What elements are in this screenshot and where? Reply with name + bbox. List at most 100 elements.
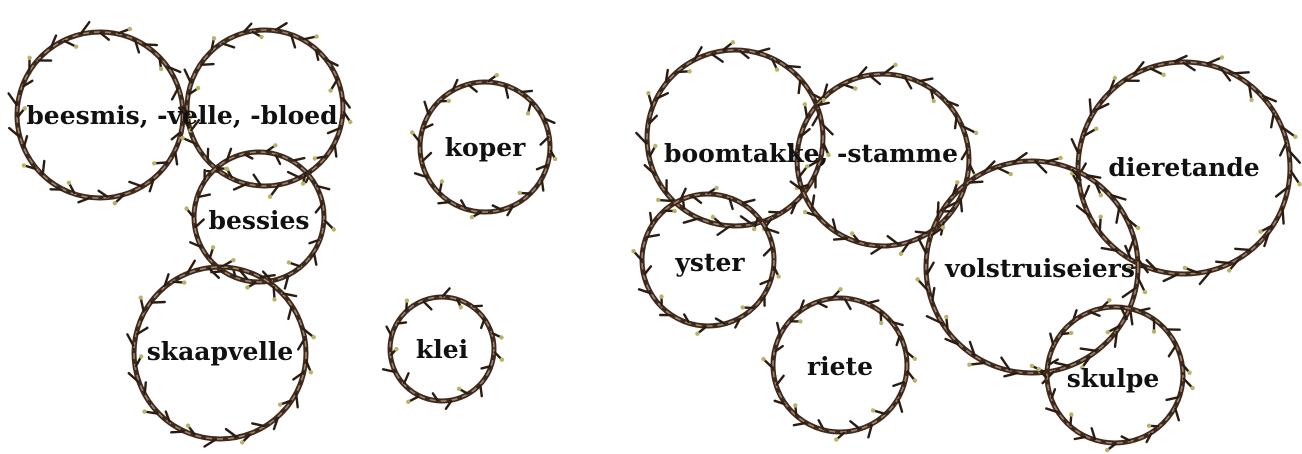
thorn bbox=[1072, 309, 1078, 322]
thorn bbox=[520, 89, 534, 94]
thorn bbox=[1120, 435, 1131, 442]
thorn bbox=[226, 147, 233, 161]
thorn bbox=[1138, 307, 1151, 312]
bud bbox=[182, 280, 187, 285]
thorn bbox=[849, 420, 861, 430]
thorn bbox=[734, 317, 741, 329]
bud bbox=[931, 98, 936, 104]
thorn bbox=[126, 333, 135, 347]
thorn bbox=[1263, 232, 1270, 248]
bud bbox=[152, 161, 157, 166]
bud bbox=[1036, 367, 1042, 372]
label-skulpe: skulpe bbox=[1067, 364, 1159, 393]
bud bbox=[793, 403, 798, 408]
bud bbox=[1094, 126, 1099, 131]
thorn bbox=[1071, 168, 1082, 182]
thorn bbox=[1137, 258, 1149, 274]
thorn bbox=[479, 384, 483, 398]
thorn bbox=[203, 438, 217, 448]
bud bbox=[802, 102, 807, 107]
thorn bbox=[1198, 270, 1212, 286]
bud bbox=[139, 354, 144, 359]
wreath-skulpe: skulpe bbox=[1036, 298, 1195, 453]
bud bbox=[940, 225, 946, 230]
thorn bbox=[50, 34, 58, 48]
thorn bbox=[1120, 307, 1128, 321]
wreath-klei: klei bbox=[381, 287, 505, 410]
thorn bbox=[421, 151, 433, 163]
thorn bbox=[816, 301, 828, 309]
thorn bbox=[272, 416, 279, 431]
thorn bbox=[643, 265, 653, 276]
thorn bbox=[97, 189, 109, 198]
thorn bbox=[539, 135, 550, 146]
thorn bbox=[714, 317, 725, 325]
thorn bbox=[786, 64, 801, 69]
bud bbox=[659, 294, 664, 299]
bud bbox=[752, 226, 757, 232]
thorn bbox=[437, 200, 450, 205]
branch-texture bbox=[186, 29, 344, 187]
branch-texture bbox=[772, 297, 908, 433]
thorn bbox=[1261, 94, 1278, 103]
bud bbox=[224, 166, 229, 171]
bud bbox=[180, 135, 185, 141]
thorn bbox=[342, 97, 351, 109]
thorn bbox=[164, 410, 171, 423]
thorn bbox=[694, 46, 703, 60]
thorn bbox=[648, 114, 658, 125]
thorn bbox=[224, 427, 238, 438]
thorn bbox=[931, 286, 936, 302]
bud bbox=[776, 274, 781, 279]
bud bbox=[73, 44, 79, 49]
bud bbox=[211, 36, 217, 41]
thorn bbox=[268, 184, 280, 198]
bud bbox=[267, 194, 273, 199]
bud bbox=[158, 66, 164, 72]
thorn bbox=[1082, 184, 1091, 200]
bud bbox=[195, 85, 201, 91]
wreath-volstruiseiers: volstruiseiers bbox=[915, 151, 1149, 385]
thorn bbox=[968, 361, 986, 366]
bud bbox=[973, 130, 979, 136]
thorn bbox=[776, 321, 781, 335]
bud bbox=[1105, 447, 1110, 453]
thorn bbox=[1232, 71, 1250, 75]
thorn bbox=[177, 106, 188, 118]
thorn bbox=[1289, 169, 1301, 186]
thorn bbox=[274, 22, 288, 31]
thorn bbox=[452, 78, 459, 91]
bud bbox=[127, 26, 133, 32]
thorn bbox=[637, 288, 651, 294]
bud bbox=[273, 143, 278, 148]
thorn bbox=[77, 197, 91, 204]
bud bbox=[714, 185, 719, 191]
bud bbox=[66, 180, 72, 185]
thorn bbox=[238, 269, 249, 280]
thorn bbox=[422, 123, 434, 130]
thorn bbox=[460, 199, 467, 210]
bud bbox=[21, 163, 27, 168]
bud bbox=[850, 231, 855, 236]
thorn bbox=[326, 127, 341, 135]
bud bbox=[672, 208, 677, 214]
thorn bbox=[431, 392, 439, 401]
thorn bbox=[282, 292, 298, 298]
thorn bbox=[480, 318, 486, 330]
thorn bbox=[22, 79, 34, 88]
bud bbox=[286, 260, 292, 265]
bud bbox=[240, 440, 245, 445]
thorn bbox=[1127, 238, 1135, 254]
thorn bbox=[917, 237, 928, 255]
thorn bbox=[1248, 84, 1253, 102]
thorn bbox=[23, 134, 29, 148]
thorn bbox=[221, 42, 236, 49]
thorn bbox=[290, 34, 297, 49]
label-beesmis: beesmis, -velle, -bloed bbox=[26, 101, 337, 130]
thorn bbox=[441, 287, 451, 298]
bud bbox=[915, 277, 920, 282]
thorn bbox=[1080, 355, 1092, 369]
thorn bbox=[1274, 186, 1289, 198]
bud bbox=[912, 356, 917, 361]
thorn bbox=[385, 325, 393, 336]
